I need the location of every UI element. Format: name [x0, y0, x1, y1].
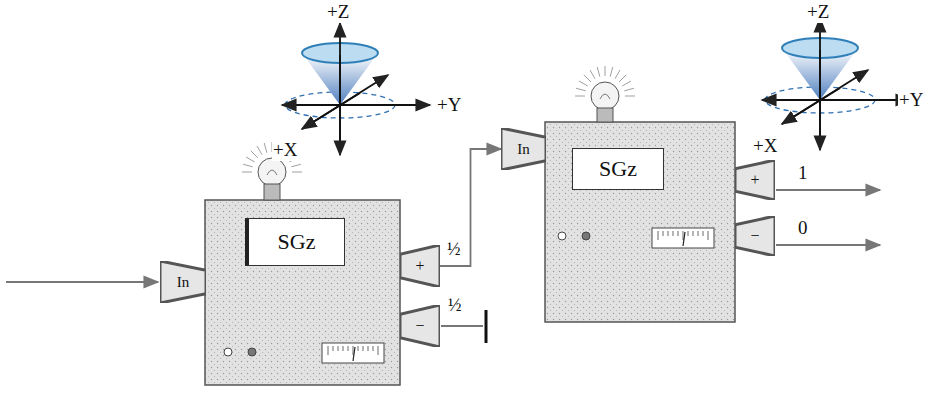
sg-device: [545, 66, 735, 322]
port-label: −: [750, 227, 759, 245]
axis-label: +Z: [806, 2, 830, 23]
port-label: +: [750, 171, 759, 189]
beam-fraction: 1: [797, 163, 809, 184]
beam-fraction: ½: [447, 296, 463, 316]
beam-fraction: ½: [446, 240, 462, 260]
axis-label: +Z: [326, 2, 350, 23]
device-name: SGz: [599, 156, 637, 182]
axis-label: +Y: [436, 95, 462, 116]
input-port: In: [501, 128, 546, 170]
input-port: In: [160, 261, 206, 303]
device-label: SGz: [245, 218, 345, 266]
device-name: SGz: [278, 229, 316, 255]
input-beam: [6, 281, 158, 283]
plus-port: +: [400, 245, 440, 287]
port-label: +: [415, 257, 424, 275]
spin-cone: [762, 18, 910, 150]
meter: [652, 228, 714, 248]
axis-label: +Y: [898, 90, 924, 111]
knob: [248, 348, 256, 356]
knob: [558, 232, 566, 240]
axis-label: +X: [272, 140, 298, 161]
output-beam: [776, 189, 880, 191]
blocked-beam: [441, 325, 483, 327]
knob: [582, 232, 590, 240]
axis-label: +X: [752, 136, 778, 157]
sg-device: [205, 142, 400, 385]
meter: [322, 343, 384, 363]
beam-connector: [440, 149, 501, 266]
beam-stop: [485, 310, 488, 343]
output-beam: [776, 244, 880, 246]
minus-port: −: [735, 216, 775, 256]
light-bulb: [575, 66, 635, 122]
port-label: In: [517, 141, 530, 158]
port-label: In: [177, 274, 190, 291]
plus-port: +: [735, 160, 775, 200]
port-label: −: [415, 317, 424, 335]
beam-fraction: 0: [797, 218, 809, 239]
minus-port: −: [400, 305, 440, 347]
device-label: SGz: [572, 148, 664, 190]
knob: [224, 348, 232, 356]
spin-cone: [282, 23, 430, 155]
